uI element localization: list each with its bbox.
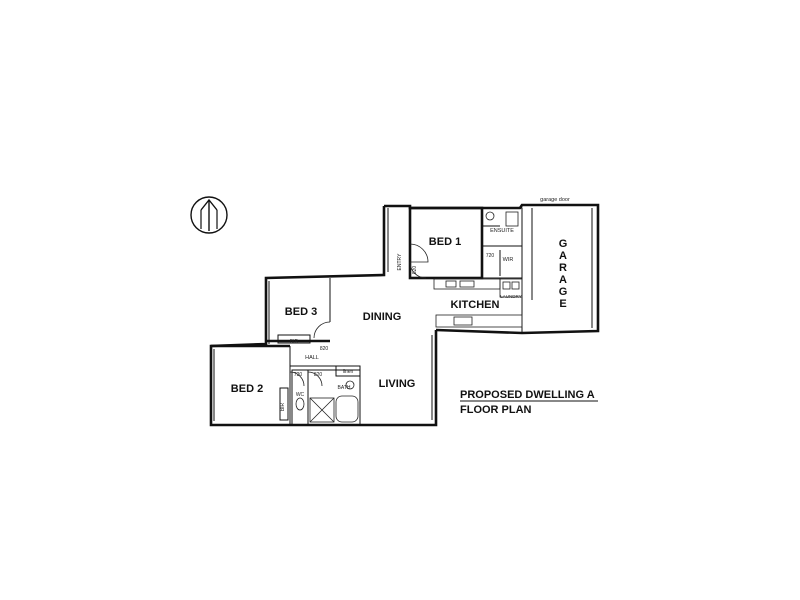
north-arrow-icon: [190, 196, 228, 234]
hall-label: HALL: [305, 355, 319, 361]
garage-label: G A R A G E: [559, 238, 568, 310]
bed3-room: [266, 278, 331, 344]
wc-label: WC: [296, 392, 305, 398]
linen-label: linen: [343, 369, 354, 375]
garage-letter: A: [559, 274, 567, 286]
door-width-note: 720: [486, 253, 495, 259]
entry-door: [409, 261, 427, 279]
garage-letter: E: [559, 298, 566, 310]
garage-letter: G: [559, 286, 568, 298]
garage-room: [521, 208, 593, 333]
bed1-label: BED 1: [429, 236, 461, 248]
door-width-note: 820: [412, 266, 418, 275]
bath-label: BATH: [338, 385, 351, 391]
garage-letter: R: [559, 262, 567, 274]
plan-subtitle: FLOOR PLAN: [460, 404, 532, 416]
kitchen-fixtures: [431, 278, 523, 425]
garage-letter: A: [559, 250, 567, 262]
dining-label: DINING: [363, 311, 402, 323]
ensuite-label: ENSUITE: [490, 228, 514, 234]
door-width-note: 720: [294, 372, 303, 378]
living-label: LIVING: [379, 378, 416, 390]
garage-door-note: garage door: [540, 197, 570, 203]
door-width-note: 820: [320, 346, 329, 352]
door-width-note: 820: [314, 372, 323, 378]
entry-label: ENTRY: [397, 253, 403, 271]
bed3-label: BED 3: [285, 306, 317, 318]
bed2-wing: [211, 344, 361, 426]
plan-title: PROPOSED DWELLING A: [460, 389, 595, 401]
wir-label: WIR: [503, 257, 514, 263]
laundry-label: LAUNDRY: [500, 294, 521, 299]
bir-bed2-label: BIR: [280, 402, 286, 411]
bed2-label: BED 2: [231, 383, 263, 395]
bir-bed3-label: BIR: [290, 339, 299, 345]
garage-letter: G: [559, 238, 568, 250]
kitchen-label: KITCHEN: [451, 299, 500, 311]
ensuite-wir-block: [481, 207, 523, 279]
